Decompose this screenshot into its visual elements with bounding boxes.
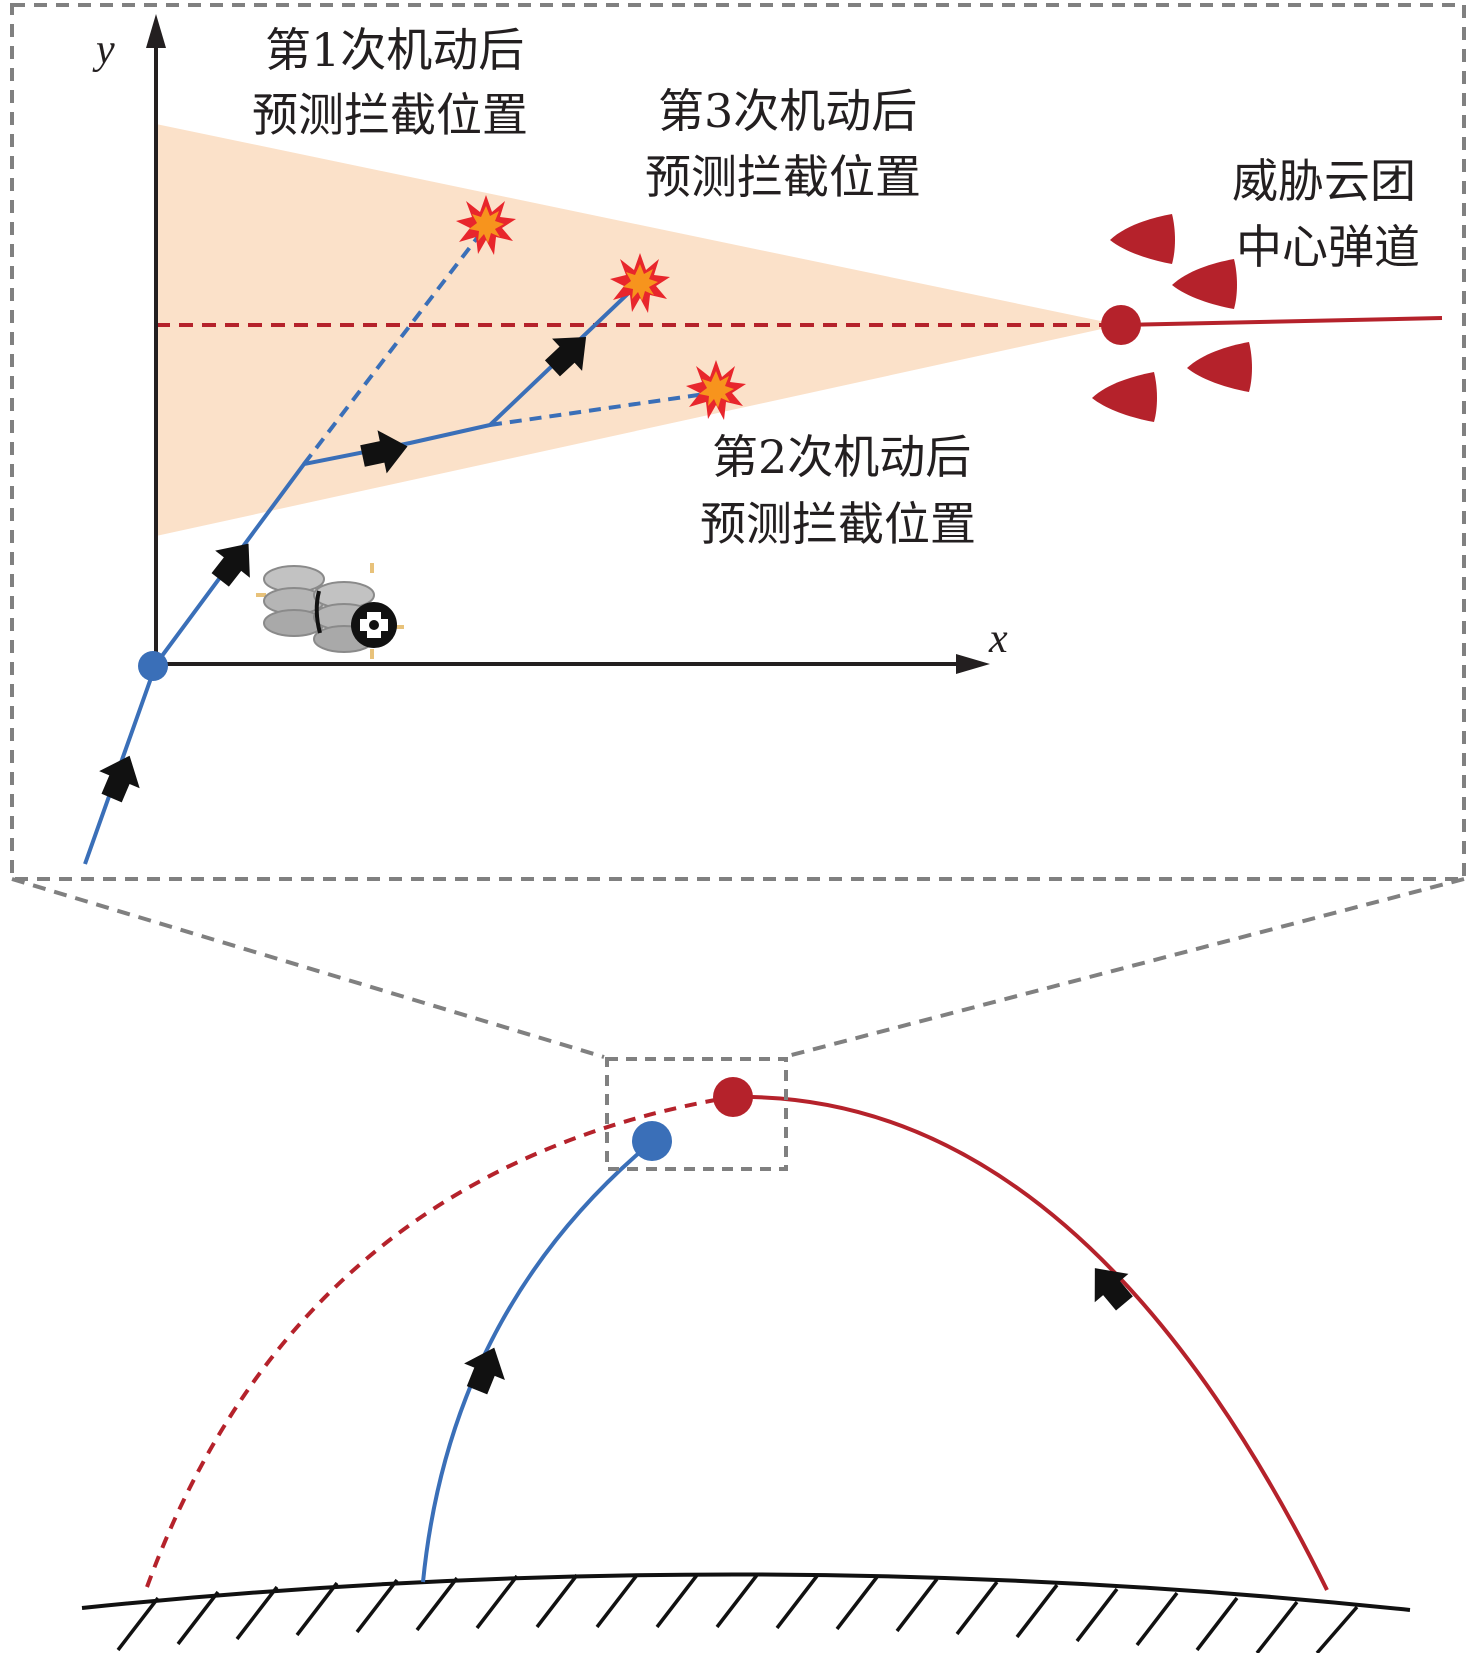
ground-hatching xyxy=(116,1573,1359,1653)
threat-label-line2: 中心弹道 xyxy=(1236,220,1420,274)
predicted-path-2 xyxy=(489,391,713,427)
pred3-label-line2: 预测拦截位置 xyxy=(645,150,921,204)
pred2-label-line2: 预测拦截位置 xyxy=(700,497,976,551)
threat-cloud-marker xyxy=(1187,342,1252,392)
interceptor-current-point xyxy=(632,1121,672,1161)
threat-cloud-marker xyxy=(1110,214,1175,264)
zoom-connector-left xyxy=(11,877,605,1059)
predicted-path-1 xyxy=(302,223,489,466)
threat-cloud-marker xyxy=(1172,259,1237,309)
threat-past-trajectory-dashed xyxy=(145,1095,733,1588)
threat-trajectory xyxy=(731,1094,1329,1591)
direction-arrow-icon xyxy=(91,747,150,807)
uncertainty-cone xyxy=(156,124,1120,536)
threat-cloud-marker xyxy=(1092,372,1157,422)
interceptor-trajectory xyxy=(83,285,637,865)
threat-label-line1: 威胁云团 xyxy=(1232,154,1416,208)
direction-arrow-icon xyxy=(1078,1254,1142,1318)
interceptor-origin-point xyxy=(138,651,168,681)
zoom-selection-box xyxy=(605,1057,788,1171)
interceptor-launch-trajectory xyxy=(421,1139,655,1583)
ground-surface xyxy=(81,1572,1411,1612)
pred3-label-line1: 第3次机动后 xyxy=(658,84,917,138)
pred2-label-line1: 第2次机动后 xyxy=(712,430,971,484)
zoom-panel-frame xyxy=(10,3,1466,881)
threat-center-trajectory xyxy=(1119,316,1443,327)
x-axis-label: x xyxy=(988,616,1008,662)
y-axis-label: y xyxy=(92,27,115,73)
direction-arrow-icon xyxy=(202,530,266,594)
y-axis-arrowhead xyxy=(146,14,166,48)
threat-current-point xyxy=(713,1077,753,1117)
x-axis-arrowhead xyxy=(956,654,990,674)
spacecraft-icon xyxy=(256,563,404,659)
zoom-connector-right xyxy=(783,877,1465,1059)
pred1-label-line2: 预测拦截位置 xyxy=(252,88,528,142)
pred1-label-line1: 第1次机动后 xyxy=(265,23,524,77)
threat-center-point xyxy=(1101,305,1141,345)
